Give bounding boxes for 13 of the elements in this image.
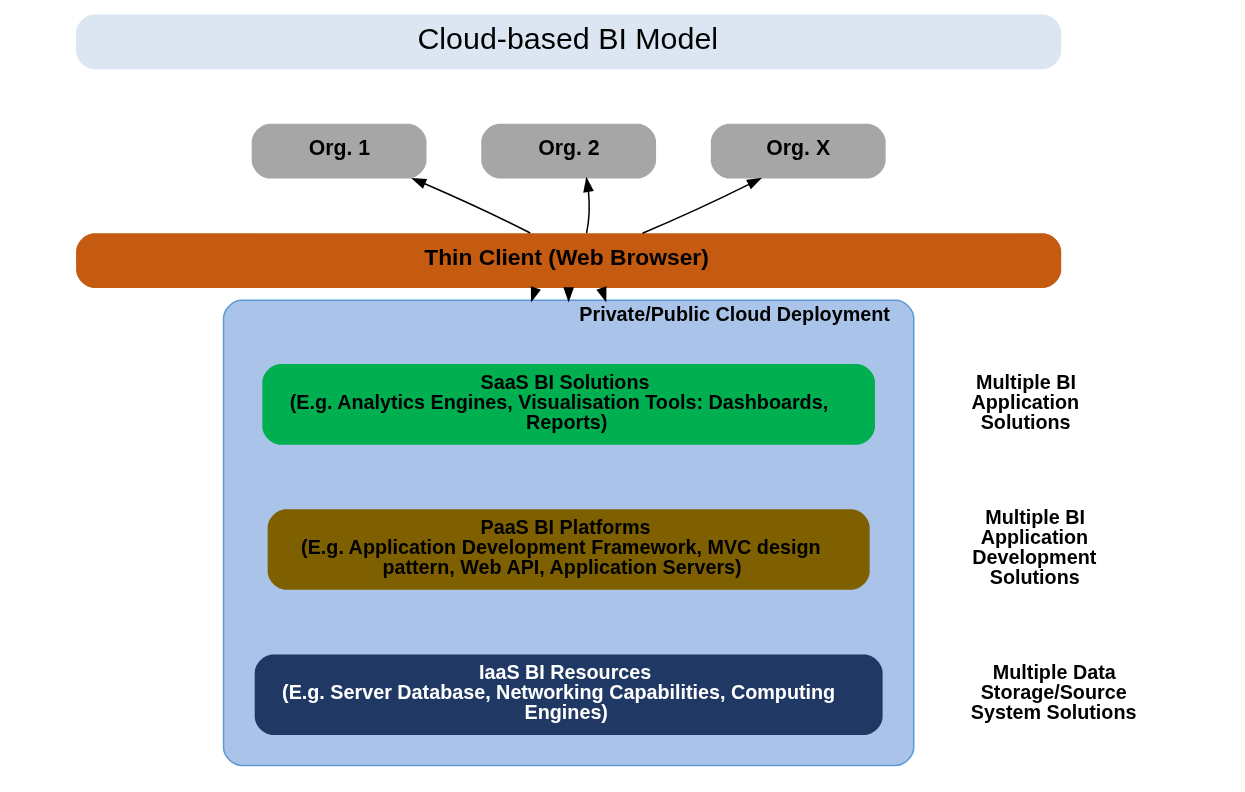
node-box: SaaS BI Solutions (E.g. Analytics Engines, Visualisation Tools: Dashboards, Reports) bbox=[261, 364, 875, 445]
arrow bbox=[641, 177, 762, 234]
label: Multiple BI Application Development Solutions bbox=[971, 506, 1096, 588]
node-box: PaaS BI Platforms (E.g. Application Development Framework, MVC design pattern, Web API, Application Servers) bbox=[267, 509, 870, 590]
node-box: Org. X bbox=[710, 123, 886, 179]
arrow bbox=[582, 176, 594, 234]
node-box: Cloud-based BI Model bbox=[75, 14, 1061, 70]
arrow bbox=[410, 177, 531, 234]
node-box: IaaS BI Resources (E.g. Server Database, Networking Capabilities, Computing Engines) bbox=[254, 654, 883, 735]
label: Multiple Data Storage/Source System Solutions bbox=[970, 661, 1136, 723]
node-box: Org. 2 bbox=[480, 123, 656, 179]
label: Multiple BI Application Solutions bbox=[971, 371, 1079, 433]
node-box: Org. 1 bbox=[251, 123, 426, 179]
